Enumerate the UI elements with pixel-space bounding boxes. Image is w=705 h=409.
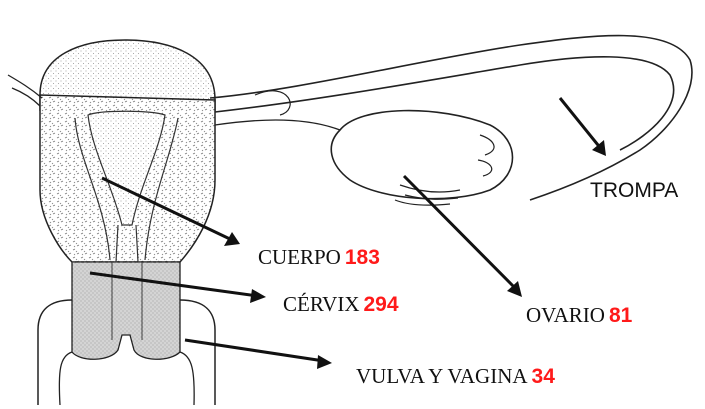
arrow-icon — [317, 355, 332, 369]
arrow-trompa — [560, 98, 602, 150]
arrow-icon — [224, 232, 240, 246]
label-cervix: CÉRVIX 294 — [283, 294, 399, 315]
value-vulva: 34 — [532, 365, 555, 388]
label-cuerpo: CUERPO 183 — [258, 247, 380, 264]
ovarian-ligament — [215, 120, 340, 130]
arrow-icon — [250, 289, 266, 303]
left-tube — [8, 75, 42, 106]
vaginal-wall-left — [38, 300, 72, 405]
label-vulva: VULVA Y VAGINA 34 — [356, 366, 555, 387]
vaginal-wall-right-inner — [180, 352, 194, 405]
value-ovario: 81 — [609, 304, 632, 327]
value-cuerpo: 183 — [345, 247, 380, 264]
label-trompa: TROMPA — [590, 180, 678, 201]
vaginal-wall-right — [180, 300, 215, 405]
arrow-vulva — [185, 340, 324, 361]
vaginal-wall-left-inner — [59, 352, 72, 405]
value-cervix: 294 — [363, 293, 398, 316]
label-ovario: OVARIO 81 — [526, 305, 632, 326]
